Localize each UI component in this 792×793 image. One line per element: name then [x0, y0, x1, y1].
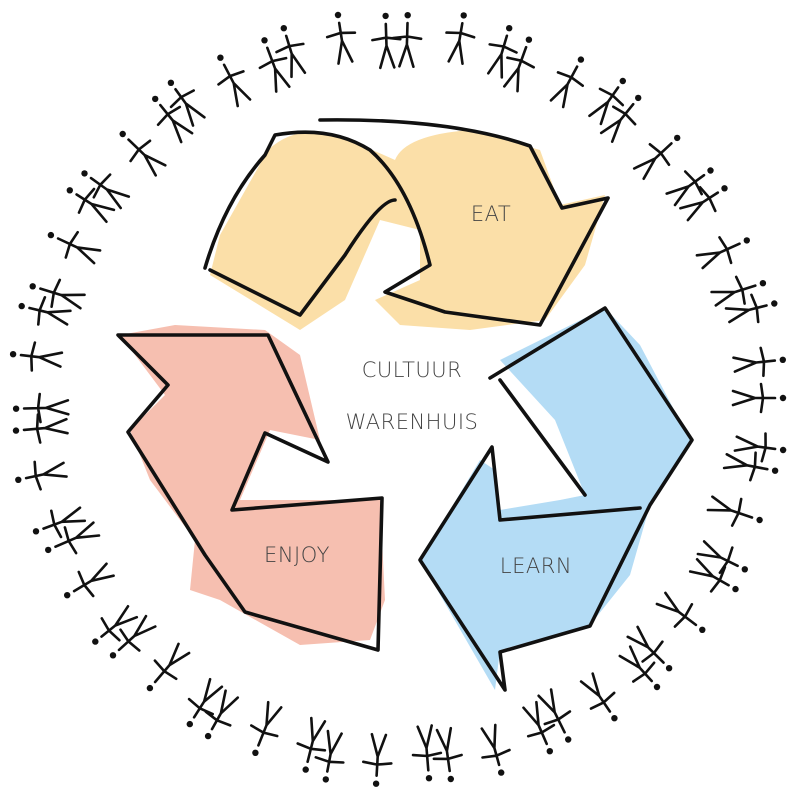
dancing-person-icon [186, 677, 224, 728]
dancing-person-icon [710, 275, 767, 307]
dancing-person-icon [12, 413, 69, 444]
dancing-person-icon [588, 77, 626, 126]
dancing-person-icon [722, 451, 779, 482]
dancing-person-icon [325, 11, 357, 65]
dancing-person-icon [724, 293, 778, 324]
dancing-person-icon [81, 170, 131, 210]
enjoy-arrow-outline [116, 333, 384, 652]
dancing-person-icon [487, 25, 518, 79]
dancing-person-icon [15, 460, 68, 491]
dancing-person-icon [679, 185, 728, 222]
dancing-person-icon [537, 688, 572, 743]
dancing-person-icon [579, 672, 618, 722]
dancing-person-icon [733, 432, 787, 463]
dancing-person-icon [45, 521, 101, 555]
dancing-person-icon [250, 700, 283, 756]
dancing-person-icon [18, 296, 72, 326]
dancing-person-icon [731, 382, 787, 414]
dancing-person-icon [411, 724, 443, 782]
dancing-person-icon [626, 625, 673, 672]
dancing-person-icon [204, 689, 240, 740]
ring-of-dancing-people-icon [9, 11, 787, 787]
dancing-person-icon [32, 506, 87, 539]
dancing-person-icon [632, 134, 681, 180]
dancing-person-icon [445, 12, 476, 65]
dancing-person-icon [599, 94, 642, 143]
dancing-person-icon [29, 278, 86, 310]
dancing-person-icon [296, 716, 327, 773]
dancing-person-icon [732, 346, 786, 378]
eat-arrow [203, 118, 610, 330]
dancing-person-icon [275, 25, 307, 79]
dancing-person-icon [63, 562, 115, 599]
dancing-person-icon [167, 79, 206, 127]
eat-label: EAT [471, 202, 511, 226]
learn-arrow [418, 306, 694, 692]
dancing-person-icon [362, 732, 393, 787]
dancing-person-icon [665, 167, 714, 207]
learn-arrow-outline [418, 306, 694, 692]
dancing-person-icon [217, 54, 252, 108]
dancing-person-icon [522, 700, 556, 755]
dancing-person-icon [688, 558, 739, 593]
dancing-person-icon [695, 236, 750, 270]
center-title-line1: CULTUUR [362, 358, 463, 382]
dancing-person-icon [119, 130, 167, 177]
dancing-person-icon [432, 726, 463, 783]
dancing-person-icon [618, 645, 661, 691]
enjoy-arrow-fill [120, 325, 385, 645]
dancing-person-icon [314, 729, 345, 783]
dancing-person-icon [371, 12, 402, 70]
center-title-line2: WARENHUIS [346, 410, 479, 434]
dancing-person-icon [47, 230, 102, 265]
dancing-person-icon [12, 392, 70, 424]
dancing-person-icon [696, 540, 748, 574]
eat-arrow-outline [203, 118, 610, 327]
learn-label: LEARN [500, 554, 572, 578]
dancing-person-icon [391, 12, 423, 68]
dancing-person-icon [66, 187, 116, 223]
dancing-person-icon [258, 37, 291, 93]
enjoy-arrow [116, 325, 385, 652]
dancing-person-icon [146, 642, 191, 692]
enjoy-label: ENJOY [264, 543, 330, 567]
dancing-person-icon [503, 36, 535, 93]
dancing-person-icon [549, 56, 585, 109]
dancing-person-icon [480, 723, 511, 776]
dancing-person-icon [655, 591, 706, 633]
dancing-person-icon [9, 341, 64, 372]
dancing-person-icon [92, 605, 139, 645]
learn-arrow-fill [420, 308, 690, 690]
dancing-person-icon [706, 495, 763, 527]
dancing-person-icon [109, 614, 157, 659]
dancing-person-icon [152, 95, 194, 144]
eat-arrow-fill [210, 130, 605, 330]
